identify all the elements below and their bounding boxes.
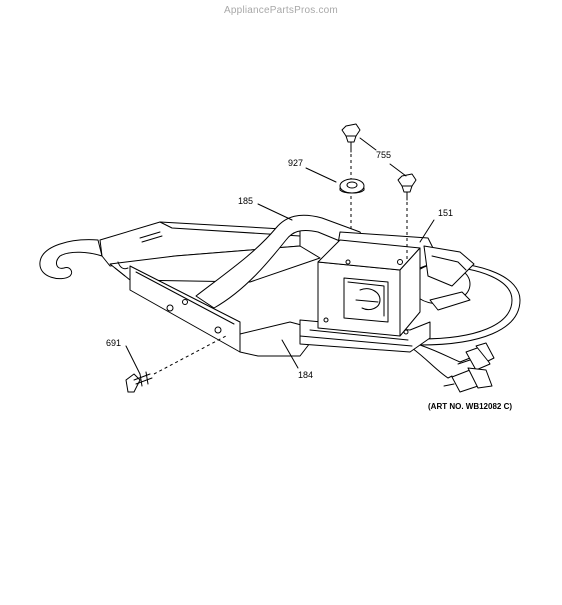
callout-927: 927 [288,158,303,168]
callout-151: 151 [438,208,453,218]
callout-691: 691 [106,338,121,348]
callout-185: 185 [238,196,253,206]
screw-691 [125,335,227,393]
callout-184: 184 [298,370,313,380]
screw-755-upper [341,123,361,230]
terminal-connector-upper [457,342,495,371]
terminal-connector-lower [443,367,493,393]
screw-755-lower [397,173,417,262]
callout-755: 755 [376,150,391,160]
washer-927 [339,178,365,194]
leader-lines [125,137,435,375]
motor-assembly [317,231,475,337]
art-number: (ART NO. WB12082 C) [428,402,512,411]
wire-harness [411,261,521,379]
watermark: AppliancePartsPros.com [224,5,338,16]
